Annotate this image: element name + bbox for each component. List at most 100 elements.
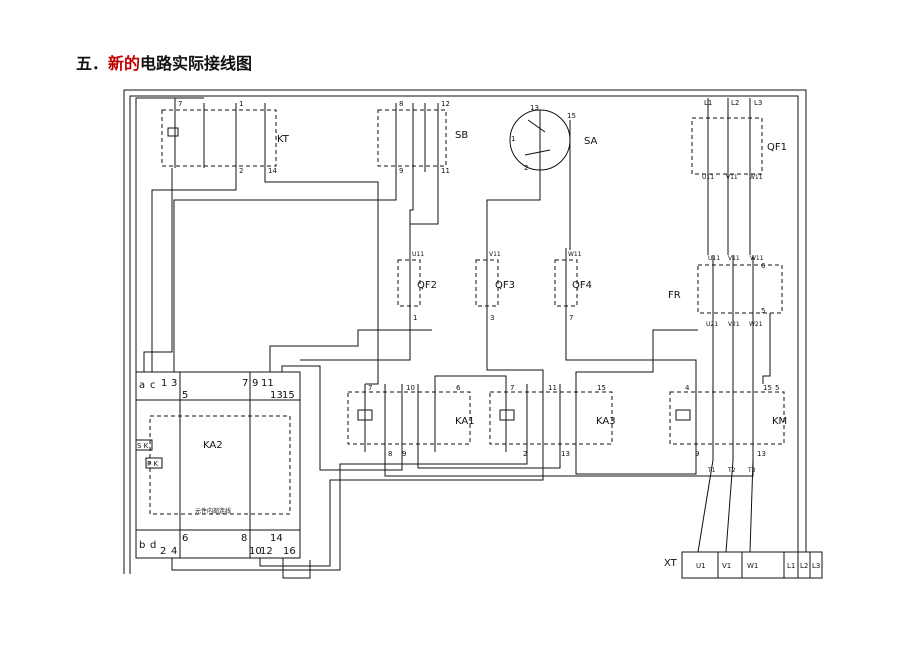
svg-text:L2: L2	[731, 99, 739, 107]
km-outline	[669, 391, 785, 445]
svg-text:W11: W11	[568, 251, 582, 258]
qf1-breaker: QF1 L1 L2 L3 U11 V11 W11	[691, 98, 787, 181]
svg-text:6: 6	[761, 262, 766, 270]
kt-relay: KT 7 1 2 14	[161, 100, 290, 175]
svg-text:T3: T3	[747, 467, 756, 474]
svg-text:U11: U11	[702, 174, 714, 181]
svg-text:7: 7	[178, 100, 182, 108]
svg-text:1: 1	[511, 135, 515, 143]
svg-text:4: 4	[171, 546, 177, 557]
svg-text:V11: V11	[726, 174, 738, 181]
svg-text:10: 10	[406, 384, 415, 392]
svg-text:7: 7	[242, 378, 248, 389]
kt-label: KT	[277, 134, 290, 145]
svg-text:11: 11	[261, 378, 274, 389]
svg-text:L1: L1	[704, 99, 712, 107]
svg-text:15: 15	[567, 112, 576, 120]
qf4-breaker: QF4 W11 7	[554, 248, 592, 322]
xt-label: XT	[664, 558, 678, 569]
ka3-outline	[489, 391, 613, 445]
svg-text:b: b	[139, 540, 145, 551]
svg-text:1: 1	[413, 314, 417, 322]
svg-text:15: 15	[282, 390, 295, 401]
svg-text:W21: W21	[749, 321, 763, 328]
ka1-label: KA1	[455, 416, 475, 427]
svg-text:2: 2	[523, 450, 527, 458]
sb-label: SB	[455, 130, 468, 141]
svg-text:12: 12	[260, 546, 273, 557]
svg-text:10: 10	[249, 546, 262, 557]
svg-text:W1: W1	[747, 562, 758, 570]
ka3-label: KA3	[596, 416, 616, 427]
svg-text:13: 13	[530, 104, 539, 112]
svg-text:6: 6	[456, 384, 461, 392]
svg-text:c: c	[150, 380, 156, 391]
km-contactor: KM 4 15 5 9 13 T1 T2 T3	[669, 384, 787, 474]
svg-text:14: 14	[268, 167, 277, 175]
fr-relay: FR U11 V11 W11 U21 V21 W21 6 5	[668, 255, 783, 328]
svg-text:7: 7	[510, 384, 514, 392]
fr-outline	[697, 264, 783, 314]
qf4-label: QF4	[572, 280, 592, 291]
svg-text:5: 5	[775, 384, 779, 392]
svg-text:U1: U1	[696, 562, 706, 570]
svg-text:9: 9	[695, 450, 699, 458]
qf1-label: QF1	[767, 142, 787, 153]
svg-text:7: 7	[569, 314, 573, 322]
svg-text:L2: L2	[800, 562, 808, 570]
svg-text:9: 9	[402, 450, 406, 458]
svg-text:2: 2	[160, 546, 166, 557]
sa-selector: SA 13 15 1 2	[509, 104, 598, 172]
wires	[123, 89, 807, 579]
svg-text:3: 3	[490, 314, 494, 322]
svg-text:11: 11	[548, 384, 557, 392]
qf1-outline	[691, 117, 763, 175]
sb-button: SB 8 12 9 11	[377, 100, 468, 175]
qf3-breaker: QF3 V11 3	[475, 248, 515, 322]
sb-outline	[377, 109, 447, 167]
svg-text:L1: L1	[787, 562, 795, 570]
ka2-module: KA2 元件内部连线 S K P K a c 1 3 5 7 9 11 13 1…	[135, 371, 301, 559]
svg-text:U11: U11	[412, 251, 424, 258]
ka2-pk-label: P K	[147, 460, 158, 468]
svg-text:L3: L3	[754, 99, 762, 107]
svg-text:13: 13	[270, 390, 283, 401]
svg-text:5: 5	[182, 390, 188, 401]
svg-text:4: 4	[685, 384, 690, 392]
title-prefix: 五．	[76, 54, 109, 73]
svg-text:5: 5	[761, 307, 765, 315]
ka3-relay: KA3 7 11 15 2 13	[489, 384, 616, 458]
svg-text:W11: W11	[749, 174, 763, 181]
svg-text:V1: V1	[722, 562, 731, 570]
svg-text:8: 8	[388, 450, 392, 458]
svg-text:11: 11	[441, 167, 450, 175]
svg-text:7: 7	[368, 384, 372, 392]
svg-text:15: 15	[597, 384, 606, 392]
svg-text:8: 8	[399, 100, 403, 108]
svg-text:13: 13	[561, 450, 570, 458]
svg-text:U11: U11	[708, 255, 720, 262]
svg-text:15: 15	[763, 384, 772, 392]
svg-text:V11: V11	[489, 251, 501, 258]
svg-text:2: 2	[524, 164, 528, 172]
fr-label: FR	[668, 290, 681, 301]
title-rest: 电路实际接线图	[140, 54, 253, 73]
kt-outline	[161, 109, 277, 167]
svg-text:12: 12	[441, 100, 450, 108]
svg-text:1: 1	[161, 378, 167, 389]
ka1-outline	[347, 391, 471, 445]
ka2-sk-label: S K	[137, 442, 149, 450]
svg-text:T2: T2	[727, 467, 736, 474]
qf3-label: QF3	[495, 280, 515, 291]
svg-text:8: 8	[241, 533, 247, 544]
ka2-label: KA2	[203, 440, 223, 451]
svg-text:U21: U21	[706, 321, 718, 328]
svg-text:L3: L3	[812, 562, 820, 570]
svg-text:6: 6	[182, 533, 188, 544]
svg-text:d: d	[150, 540, 156, 551]
title-highlight: 新的	[108, 54, 141, 73]
qf2-breaker: QF2 U11 1	[397, 248, 437, 322]
page-title: 五．新的电路实际接线图	[76, 50, 252, 74]
ka2-note: 元件内部连线	[195, 507, 231, 515]
